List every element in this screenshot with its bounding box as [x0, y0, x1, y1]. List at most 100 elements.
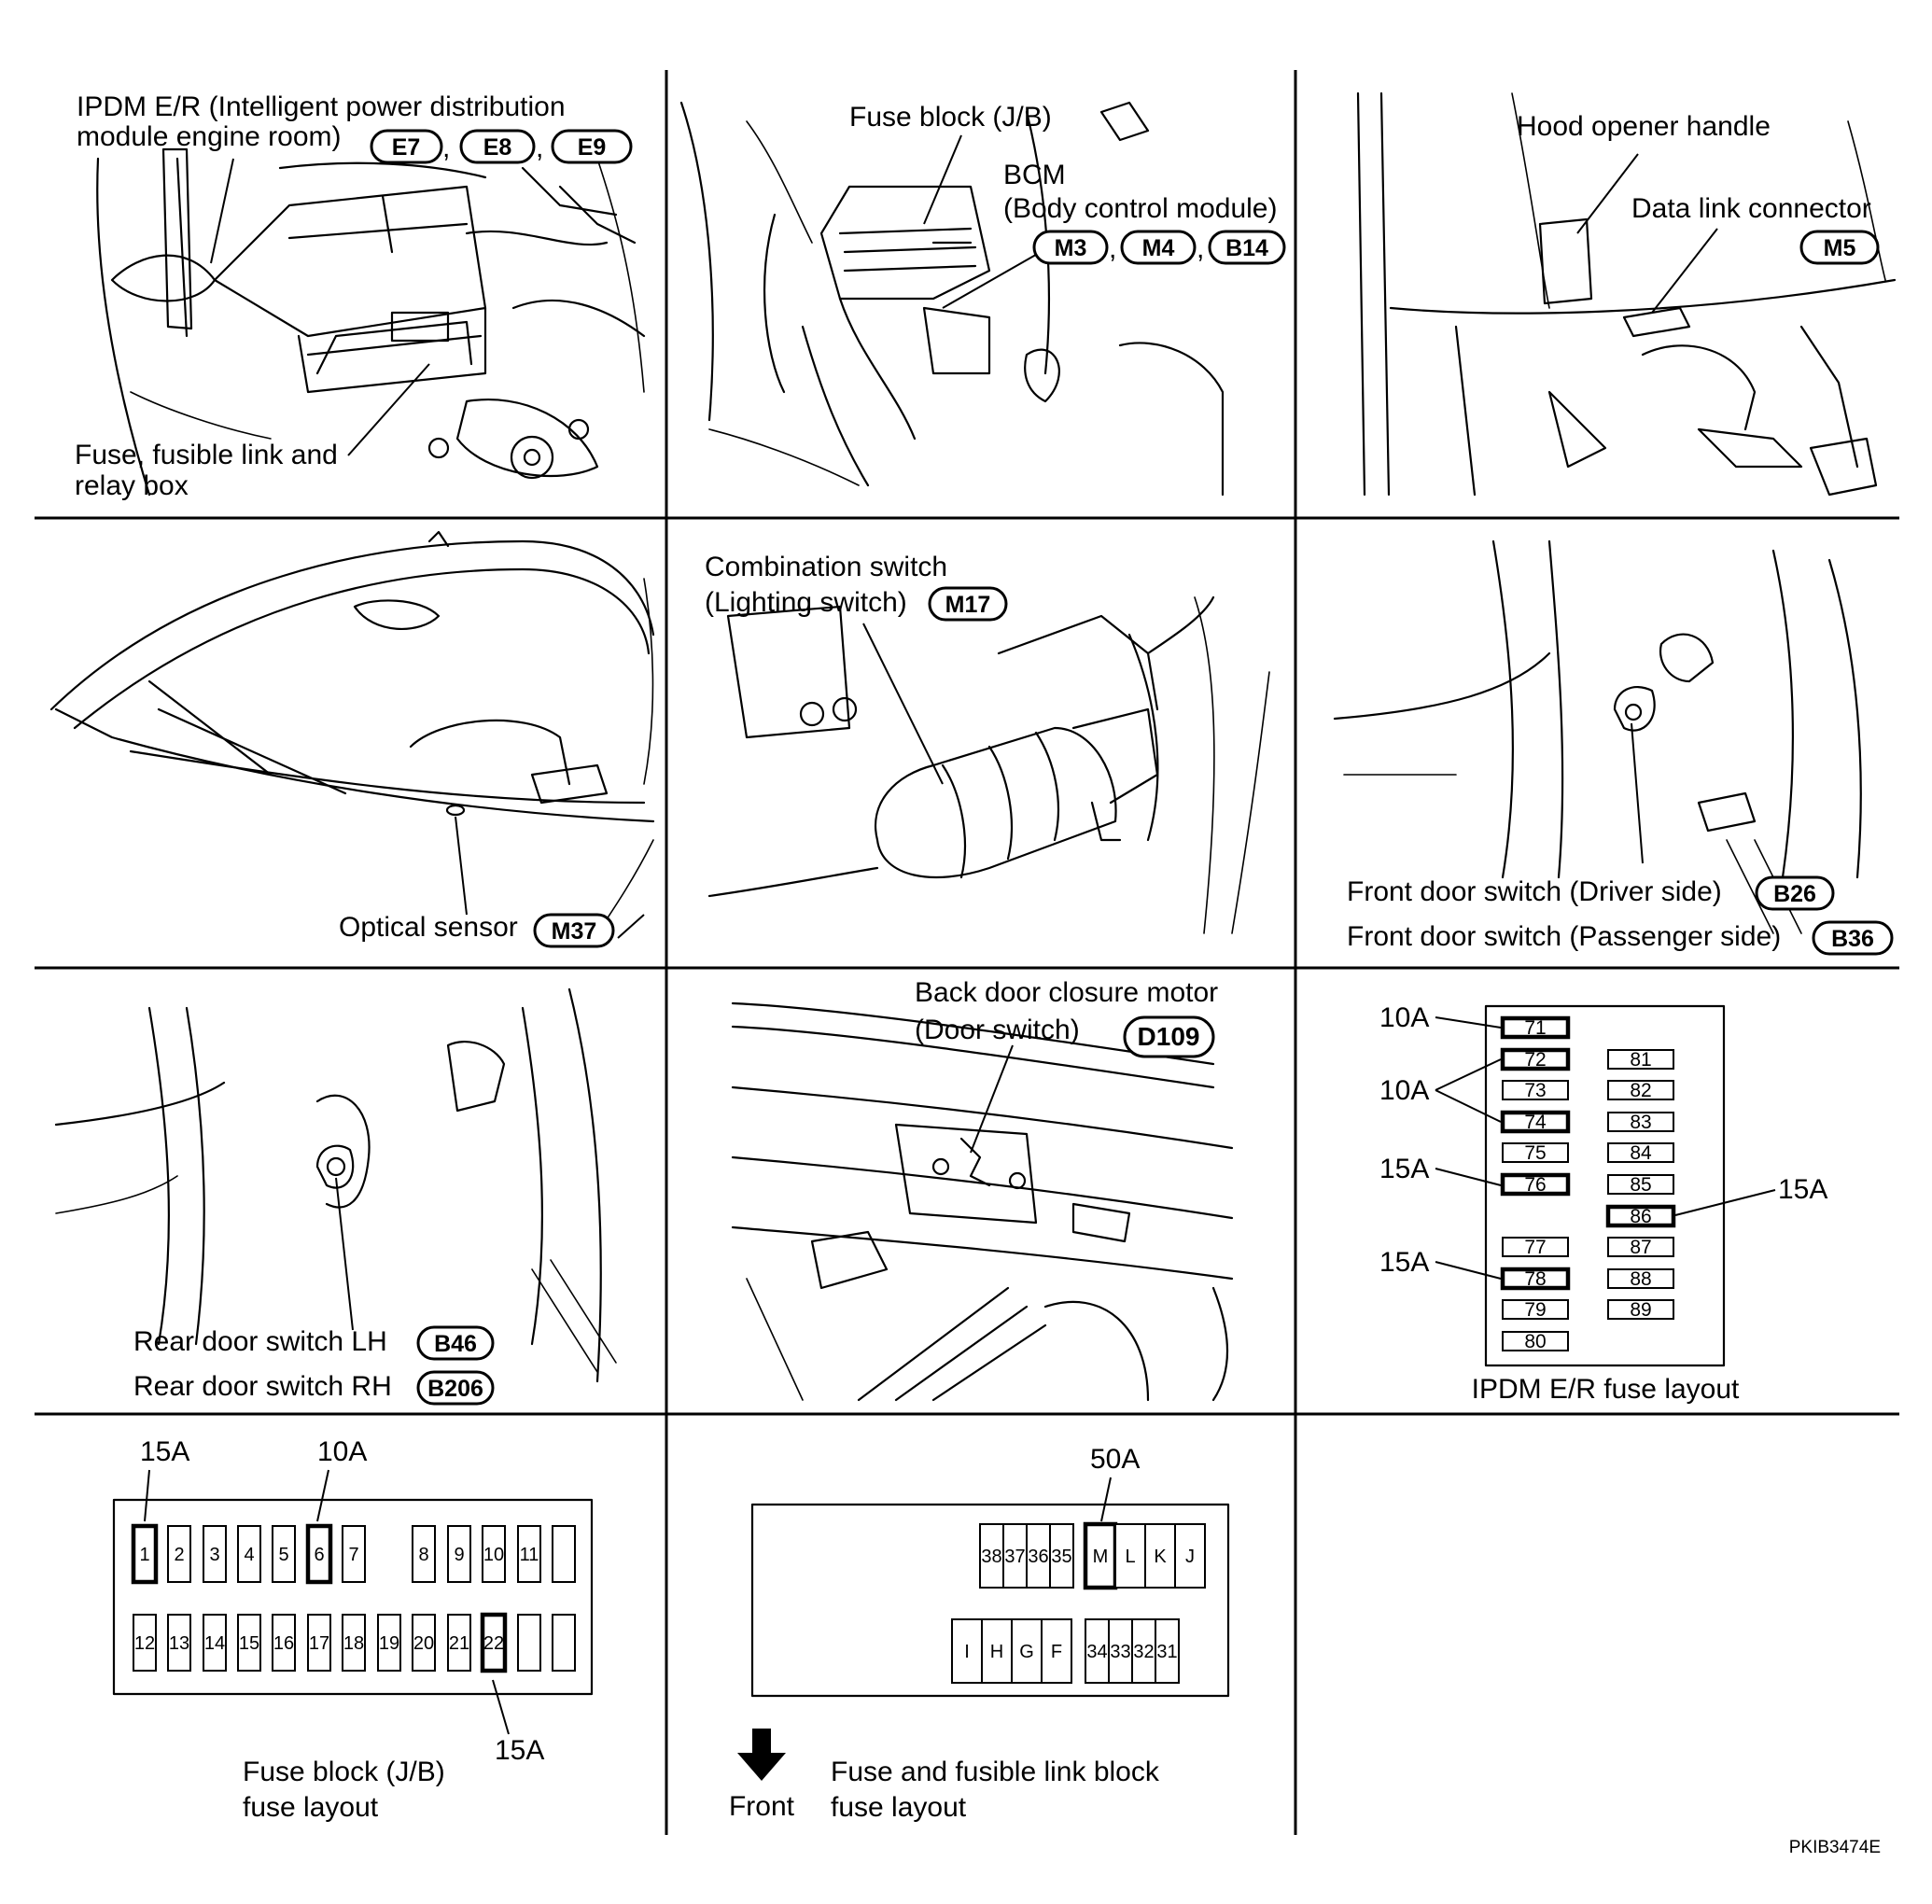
leader-line	[455, 816, 468, 916]
fusible-link-G: G	[1011, 1618, 1043, 1684]
svg-text:83: 83	[1630, 1112, 1651, 1133]
leader-line	[1674, 1189, 1776, 1216]
svg-text:85: 85	[1630, 1174, 1651, 1196]
fuse-75: 75	[1502, 1142, 1569, 1164]
svg-text:1: 1	[139, 1545, 149, 1565]
svg-text:M17: M17	[945, 592, 991, 618]
leader-line	[862, 623, 944, 785]
separator: ,	[1197, 233, 1204, 264]
leader-line	[492, 1679, 510, 1735]
leader-line	[1435, 1016, 1502, 1029]
svg-text:D109: D109	[1138, 1022, 1200, 1051]
svg-text:11: 11	[520, 1545, 539, 1565]
fuse-87: 87	[1607, 1237, 1674, 1258]
svg-text:75: 75	[1524, 1142, 1546, 1164]
fuse-5: 5	[272, 1525, 296, 1583]
rating-50a: 50A	[1090, 1444, 1140, 1475]
svg-text:8: 8	[418, 1545, 428, 1565]
jb-caption-line1: Fuse block (J/B)	[243, 1757, 445, 1787]
svg-text:5: 5	[278, 1545, 288, 1565]
connector-b36: B36	[1812, 920, 1894, 956]
svg-text:18: 18	[343, 1633, 364, 1654]
leader-line	[1435, 1058, 1502, 1091]
svg-text:10: 10	[483, 1545, 504, 1565]
svg-text:36: 36	[1028, 1547, 1048, 1567]
leader-line	[1651, 228, 1718, 314]
svg-text:F: F	[1051, 1642, 1062, 1662]
rating-15a: 15A	[1379, 1247, 1429, 1278]
optical-sensor-label: Optical sensor	[339, 912, 518, 943]
leader-line	[1435, 1261, 1502, 1280]
svg-text:H: H	[990, 1642, 1003, 1662]
svg-text:B26: B26	[1773, 881, 1816, 907]
fuse-84: 84	[1607, 1142, 1674, 1164]
svg-text:M5: M5	[1824, 235, 1856, 261]
fuse-85: 85	[1607, 1174, 1674, 1196]
fuse-block-label: Fuse block (J/B)	[849, 102, 1052, 133]
fuse-32: 32	[1131, 1618, 1156, 1684]
svg-text:M4: M4	[1142, 235, 1175, 261]
fuse-2: 2	[167, 1525, 191, 1583]
svg-text:14: 14	[204, 1633, 225, 1654]
back-door-illustration	[731, 1001, 1234, 1402]
fuse-18: 18	[342, 1614, 366, 1672]
fuse-16: 16	[272, 1614, 296, 1672]
connector-m3: M3	[1032, 230, 1109, 265]
leader-line	[1576, 153, 1639, 234]
svg-text:M3: M3	[1055, 235, 1087, 261]
svg-text:31: 31	[1156, 1642, 1177, 1662]
fuse-22: 22	[480, 1612, 508, 1673]
svg-text:32: 32	[1133, 1642, 1154, 1662]
svg-text:6: 6	[314, 1545, 324, 1565]
combination-switch-line1: Combination switch	[705, 552, 947, 582]
leader-line	[970, 1044, 1014, 1154]
svg-text:38: 38	[981, 1547, 1001, 1567]
rating-10a: 10A	[317, 1436, 367, 1467]
panel-combination-switch: Combination switch (Lighting switch) M17	[705, 552, 1270, 934]
svg-text:79: 79	[1524, 1299, 1546, 1321]
ipdm-title-line2: module engine room)	[77, 121, 342, 152]
svg-text:20: 20	[413, 1633, 434, 1654]
leader-line	[144, 1469, 150, 1522]
svg-text:15: 15	[239, 1633, 259, 1654]
fuse-79: 79	[1502, 1299, 1569, 1321]
front-label: Front	[729, 1791, 795, 1822]
fuse-81: 81	[1607, 1049, 1674, 1071]
svg-text:81: 81	[1630, 1049, 1651, 1071]
svg-text:B206: B206	[427, 1376, 483, 1402]
connector-b14: B14	[1208, 230, 1286, 265]
panel-back-door: Back door closure motor (Door switch) D1…	[731, 977, 1234, 1402]
panel-rear-door-switch: Rear door switch LH B46 Rear door switch…	[54, 987, 617, 1406]
jb-fuse-box-outline	[112, 1498, 594, 1696]
fuse-34: 34	[1085, 1618, 1110, 1684]
panel-optical-sensor: Optical sensor M37	[49, 530, 655, 948]
leader-line	[347, 363, 430, 456]
svg-text:12: 12	[134, 1633, 155, 1654]
ipdm-title-line1: IPDM E/R (Intelligent power distribution	[77, 91, 566, 122]
fuse-6: 6	[305, 1523, 333, 1585]
dash-underside-illustration	[679, 101, 1225, 497]
connector-b206: B206	[416, 1370, 495, 1406]
fuse-89: 89	[1607, 1299, 1674, 1321]
separator: ,	[442, 133, 450, 163]
fusible-link-J: J	[1174, 1523, 1206, 1589]
svg-text:77: 77	[1524, 1237, 1546, 1258]
svg-text:21: 21	[449, 1633, 469, 1654]
fuse-83: 83	[1607, 1112, 1674, 1133]
connector-e7: E7	[370, 129, 443, 164]
windshield-illustration	[49, 530, 655, 934]
fuse-4: 4	[237, 1525, 261, 1583]
fusible-link-L: L	[1114, 1523, 1146, 1589]
fusible-link-K: K	[1144, 1523, 1176, 1589]
empty-fuse-slot	[517, 1614, 541, 1672]
steering-column-illustration	[707, 595, 1270, 934]
fusible-link-box-outline	[750, 1503, 1230, 1698]
combination-switch-line2: (Lighting switch)	[705, 587, 907, 618]
leader-line	[316, 1469, 329, 1522]
svg-text:B46: B46	[434, 1331, 477, 1357]
